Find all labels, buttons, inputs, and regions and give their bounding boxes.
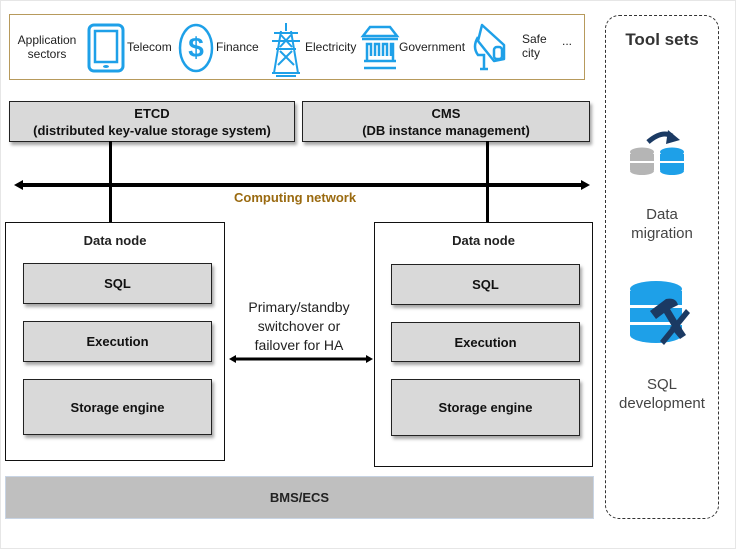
- computing-network-arrow: [14, 180, 590, 190]
- safe-city-line2: city: [522, 46, 540, 60]
- svg-text:$: $: [188, 32, 204, 63]
- ha-double-arrow: [229, 355, 373, 363]
- etcd-connector-line: [109, 141, 112, 223]
- bms-ecs-layer: BMS/ECS: [5, 476, 594, 519]
- ha-label-line2: switchover or: [257, 318, 341, 334]
- surveillance-camera-icon: [473, 23, 506, 71]
- sector-label-finance: Finance: [216, 40, 259, 54]
- toolsets-title: Tool sets: [625, 30, 699, 49]
- cms-connector-line: [486, 141, 489, 224]
- data-node-2-sql-layer: SQL: [391, 264, 580, 305]
- more-sectors-ellipsis: ...: [562, 34, 573, 48]
- data-node-1: Data node SQL Execution Storage engine: [5, 222, 225, 461]
- sector-label-safe-city: Safe city: [522, 32, 547, 60]
- data-node-2-execution-layer: Execution: [391, 322, 580, 362]
- government-building-icon: [360, 25, 400, 70]
- application-sectors-panel: Application sectors Telecom $ Finance El…: [9, 14, 585, 80]
- data-migration-label-line2: migration: [631, 225, 693, 242]
- data-migration-label-line1: Data: [646, 206, 678, 223]
- power-tower-icon: [272, 23, 300, 77]
- computing-network-label: Computing network: [234, 190, 357, 205]
- cms-box: CMS (DB instance management): [302, 101, 590, 142]
- data-migration-label: Data migration: [606, 205, 718, 243]
- ha-label-line1: Primary/standby: [248, 299, 350, 315]
- data-node-1-sql-layer: SQL: [23, 263, 212, 304]
- ha-label-line3: failover for HA: [254, 337, 344, 353]
- data-migration-icon: [630, 130, 684, 175]
- data-node-2-title: Data node: [452, 233, 515, 248]
- data-node-1-storage-engine-layer: Storage engine: [23, 379, 212, 435]
- sql-development-label-line2: development: [619, 395, 705, 412]
- sector-label-electricity: Electricity: [305, 40, 357, 54]
- sector-label-government: Government: [399, 40, 466, 54]
- cms-subtitle: (DB instance management): [362, 122, 530, 138]
- sectors-label: Application sectors: [15, 33, 79, 61]
- tablet-icon: [87, 23, 125, 73]
- etcd-box: ETCD (distributed key-value storage syst…: [9, 101, 295, 142]
- sql-development-label-line1: SQL: [646, 376, 677, 393]
- etcd-subtitle: (distributed key-value storage system): [33, 122, 271, 138]
- data-node-2: Data node SQL Execution Storage engine: [374, 222, 593, 467]
- cms-title: CMS: [431, 105, 461, 121]
- sql-development-label: SQL development: [606, 375, 718, 413]
- sql-development-icon: [630, 281, 690, 345]
- data-node-1-title: Data node: [83, 233, 147, 248]
- data-node-2-storage-engine-layer: Storage engine: [391, 379, 580, 436]
- toolsets-panel: Tool sets Data migration: [605, 15, 719, 519]
- ha-label: Primary/standby switchover or failover f…: [226, 298, 372, 355]
- sectors-label-line2: sectors: [27, 47, 67, 61]
- etcd-title: ETCD: [134, 105, 170, 121]
- sector-label-telecom: Telecom: [127, 40, 172, 54]
- sectors-label-line1: Application: [17, 33, 77, 47]
- dollar-icon: $: [178, 23, 214, 73]
- data-node-1-execution-layer: Execution: [23, 321, 212, 362]
- safe-city-line1: Safe: [522, 32, 547, 46]
